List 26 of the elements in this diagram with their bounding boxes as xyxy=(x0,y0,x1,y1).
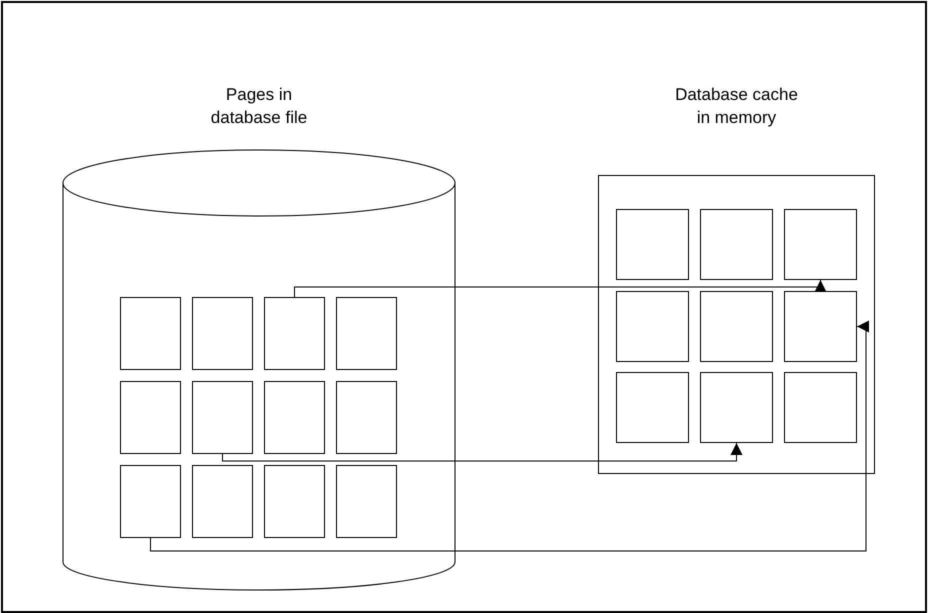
page-box xyxy=(616,372,689,443)
page-box xyxy=(700,209,773,280)
connector-arrow xyxy=(222,442,742,462)
page-box xyxy=(336,381,397,454)
page-box xyxy=(120,381,181,454)
page-box xyxy=(192,297,253,370)
page-box xyxy=(700,372,773,443)
heading: Database cache in memory xyxy=(674,84,799,129)
page-box xyxy=(264,381,325,454)
page-box xyxy=(336,297,397,370)
page-box xyxy=(700,291,773,362)
page-box xyxy=(784,291,857,362)
page-box xyxy=(120,465,181,538)
page-box xyxy=(120,297,181,370)
page-box xyxy=(192,381,253,454)
connector-arrow xyxy=(294,280,826,298)
page-box xyxy=(192,465,253,538)
page-box xyxy=(616,209,689,280)
page-box xyxy=(616,291,689,362)
page-box xyxy=(784,209,857,280)
connector-arrow xyxy=(150,320,869,552)
page-box xyxy=(784,372,857,443)
page-box xyxy=(264,297,325,370)
heading: Pages in database file xyxy=(210,84,308,129)
page-box xyxy=(336,465,397,538)
page-box xyxy=(264,465,325,538)
